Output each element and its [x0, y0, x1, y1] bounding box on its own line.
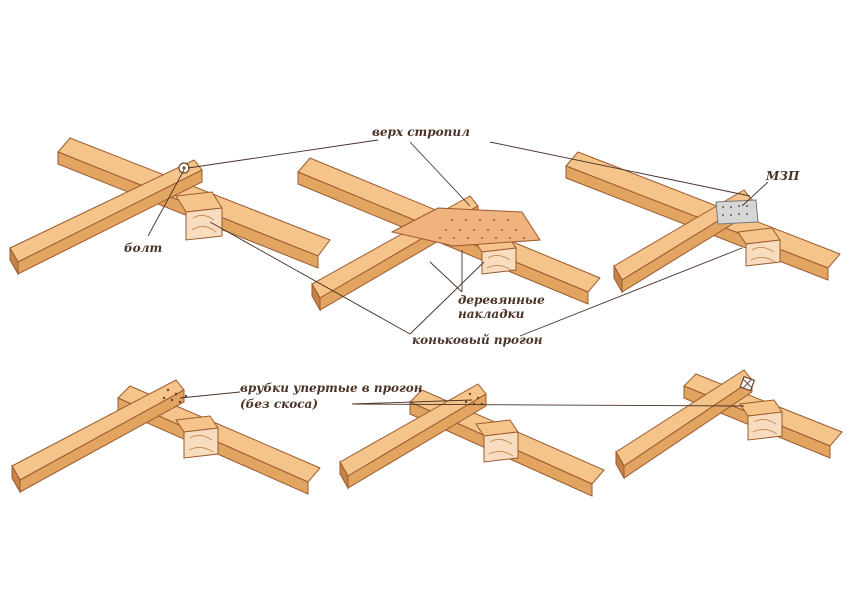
label-rafter-top: верх стропил: [372, 125, 470, 139]
label-notches-line1: врубки упертые в прогон: [240, 381, 423, 395]
joint-bolt: [9, 137, 331, 276]
joint-metal-plate: [565, 151, 841, 294]
label-notches-line2: (без скоса): [240, 397, 318, 411]
label-mzp: МЗП: [765, 169, 800, 183]
joint-notch-1: [11, 379, 321, 495]
label-ridge-purlin: коньковый прогон: [412, 333, 543, 347]
joint-notch-2: [339, 383, 605, 497]
leader-lines: [147, 139, 769, 407]
label-bolt: болт: [124, 241, 162, 255]
joint-wooden-plates: [297, 157, 601, 312]
joint-notch-3: [615, 369, 843, 480]
label-wooden-plates-line1: деревянные: [458, 293, 545, 307]
label-wooden-plates-line2: накладки: [458, 307, 525, 321]
